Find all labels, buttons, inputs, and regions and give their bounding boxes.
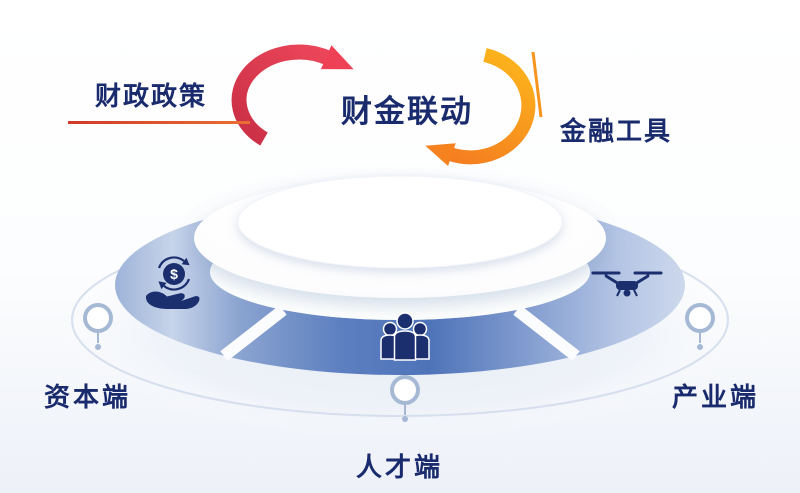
financial-tools-line xyxy=(531,51,543,118)
coin-cycle-arc-top xyxy=(157,256,185,269)
people-icon xyxy=(380,312,430,361)
coin-dollar-symbol: $ xyxy=(170,266,178,282)
fiscal-policy-underline xyxy=(68,121,250,124)
capital-node-label: 资本端 xyxy=(44,382,132,412)
coin-cycle-arrowhead-bottom xyxy=(158,281,167,290)
coin-circle xyxy=(163,263,185,285)
drone-icon xyxy=(591,271,663,297)
talent-node-label: 人才端 xyxy=(356,452,444,482)
fiscal-policy-label: 财政政策 xyxy=(95,81,208,111)
coin-cycle-arc-bottom xyxy=(163,278,191,291)
capital-pin xyxy=(83,303,113,350)
financial-tools-label: 金融工具 xyxy=(560,116,673,146)
coin-cycle-arrowhead-top xyxy=(181,257,190,266)
center-title: 财金联动 xyxy=(341,94,473,129)
industry-pin xyxy=(685,303,715,350)
ring-separator-left xyxy=(220,305,287,361)
orange-cycle-arrow xyxy=(425,48,536,167)
money-hand-icon: $ xyxy=(145,256,200,309)
red-cycle-arrow xyxy=(231,44,354,146)
platform-disc-top xyxy=(237,175,563,269)
ring-separator-right xyxy=(513,305,580,361)
talent-pin xyxy=(390,375,420,422)
hand-shape xyxy=(145,291,200,309)
industry-node-label: 产业端 xyxy=(672,382,760,412)
